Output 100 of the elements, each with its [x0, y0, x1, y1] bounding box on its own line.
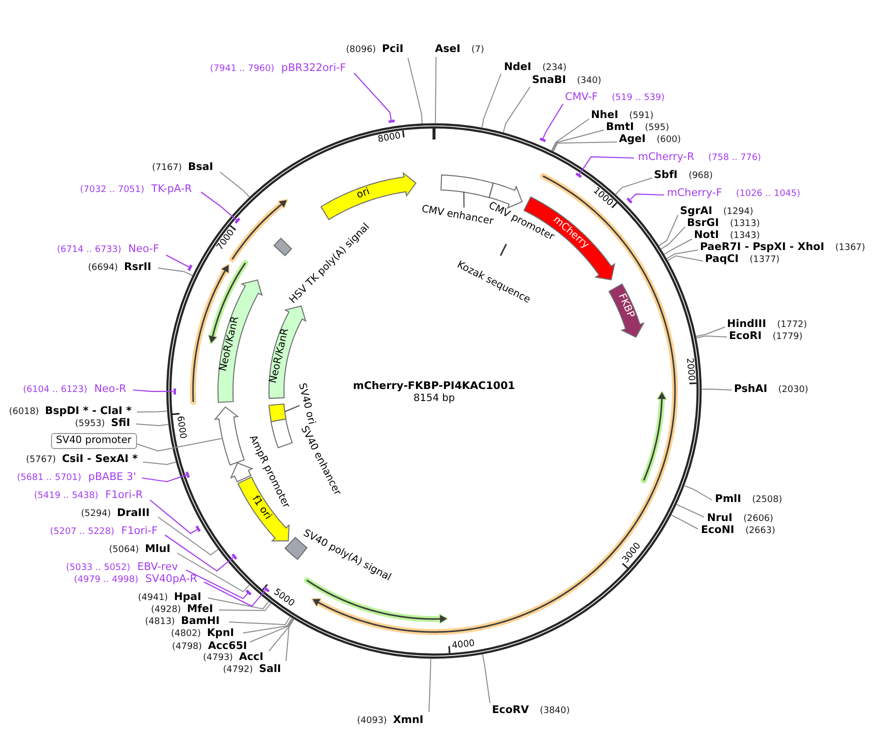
leader-line: [482, 74, 502, 128]
leader-line: [176, 552, 250, 592]
site-position: (4928): [151, 604, 181, 617]
leader-line: [670, 514, 698, 530]
leader-line: [150, 500, 198, 534]
leader-line: [551, 118, 590, 152]
primer-range: (5419 .. 5438): [34, 490, 98, 503]
leader-line: [660, 226, 686, 250]
leader-line: [136, 424, 169, 426]
primer-range: (1026 .. 1045): [736, 188, 800, 201]
site-position: (4802): [171, 628, 201, 641]
leader-line: [658, 214, 678, 246]
enzyme-name: PciI: [382, 43, 404, 56]
site-position: (595): [644, 122, 670, 134]
leader-line: [136, 410, 168, 412]
primer-range: (6104 .. 6123): [23, 384, 88, 397]
enzyme-name: BamHI: [180, 615, 220, 628]
enzyme-name: NheI: [591, 109, 618, 122]
site-position: (6694): [88, 262, 118, 275]
enzyme-name: XmnI: [392, 714, 424, 727]
site-position: (7167): [152, 162, 182, 175]
leader-line: [701, 388, 732, 390]
leader-line: [186, 570, 249, 600]
leader-line: [615, 178, 652, 195]
plasmid-name: mCherry-FKBP-PI4KAC1001: [353, 380, 516, 392]
primer-name: Neo-F: [128, 243, 160, 256]
leader-line: [666, 250, 698, 260]
leader-line: [132, 389, 174, 392]
leader-line: [664, 238, 692, 255]
site-position: (1313): [730, 218, 760, 231]
leader-line: [552, 130, 604, 152]
primer-name: EBV-rev: [137, 561, 178, 574]
coordinate-label: 4000: [451, 639, 476, 653]
site-position: (4798): [172, 641, 202, 654]
enzyme-name: NdeI: [504, 61, 532, 74]
site-position: (1779): [772, 331, 803, 344]
leader-line: [667, 255, 704, 262]
primer-name: pBR322ori-F: [281, 62, 346, 75]
leader-line: [696, 326, 726, 337]
leader-line: [158, 268, 193, 276]
leader-line: [428, 658, 432, 712]
primer-name: mCherry-F: [667, 187, 722, 200]
leader-line: [354, 72, 392, 120]
enzyme-name: PshAI: [734, 383, 768, 396]
enzyme-name: KpnI: [206, 627, 234, 640]
leader-line: [676, 504, 704, 518]
site-position: (4941): [138, 592, 168, 605]
primer-range: (7032 .. 7051): [80, 184, 144, 197]
leader-line: [208, 598, 270, 610]
enzyme-name: SnaBI: [532, 74, 566, 87]
leader-line: [164, 534, 234, 572]
leader-line: [286, 618, 294, 662]
coordinate-label: 6000: [173, 416, 188, 440]
site-position: (340): [577, 75, 602, 88]
site-position: (2508): [752, 494, 782, 507]
site-position: (2606): [743, 513, 774, 526]
site-position: (968): [688, 170, 713, 183]
enzyme-name: EcoNI: [701, 524, 734, 537]
site-position: (7): [471, 44, 484, 57]
leader-line: [204, 582, 266, 607]
boxed-label: SV40 promoter: [51, 433, 136, 449]
leader-line: [136, 438, 224, 452]
primer-name: SV40pA-R: [145, 573, 198, 586]
primer-name: mCherry-R: [638, 151, 694, 164]
enzyme-name: AseI: [435, 43, 460, 56]
enzyme-name: HindIII: [727, 318, 766, 331]
site-position: (234): [542, 62, 567, 75]
leader-line: [542, 104, 564, 140]
leader-line: [242, 618, 293, 634]
leader-line: [502, 86, 530, 133]
leader-line: [696, 335, 728, 338]
primer-range: (5681 .. 5701): [17, 472, 82, 485]
coordinate-label: 8000: [378, 130, 402, 146]
primer-range: (4979 .. 4998): [74, 574, 138, 587]
enzyme-name: PaqCI: [705, 253, 739, 266]
enzyme-name: NotI: [694, 229, 719, 242]
leader-line: [578, 156, 634, 175]
site-position: (1343): [730, 230, 760, 242]
primer-range: (519 .. 539): [612, 92, 665, 105]
leader-line: [142, 462, 176, 465]
leader-line: [142, 474, 188, 482]
site-position: (8096): [346, 44, 376, 57]
plasmid-length: 8154 bp: [414, 393, 455, 405]
primer-range: (6714 .. 6733): [57, 244, 122, 257]
enzyme-name: AgeI: [619, 133, 646, 146]
leader-line: [218, 602, 272, 612]
leader-line: [482, 654, 490, 704]
site-position: (5294): [81, 508, 111, 521]
site-position: (4792): [223, 664, 253, 677]
enzyme-name: CsiI - SexAI *: [62, 453, 138, 466]
enzyme-name: Acc65I: [208, 640, 248, 652]
site-position: (6018): [9, 406, 39, 419]
enzyme-name: RsrII: [124, 261, 152, 274]
enzyme-name: EcoRV: [492, 704, 529, 717]
site-position: (1294): [723, 206, 754, 219]
primer-range: (5207 .. 5228): [50, 526, 114, 539]
leader-line: [158, 516, 219, 556]
site-position: (1772): [777, 319, 808, 332]
enzyme-name: SfiI: [110, 417, 130, 430]
leader-line: [228, 616, 291, 626]
